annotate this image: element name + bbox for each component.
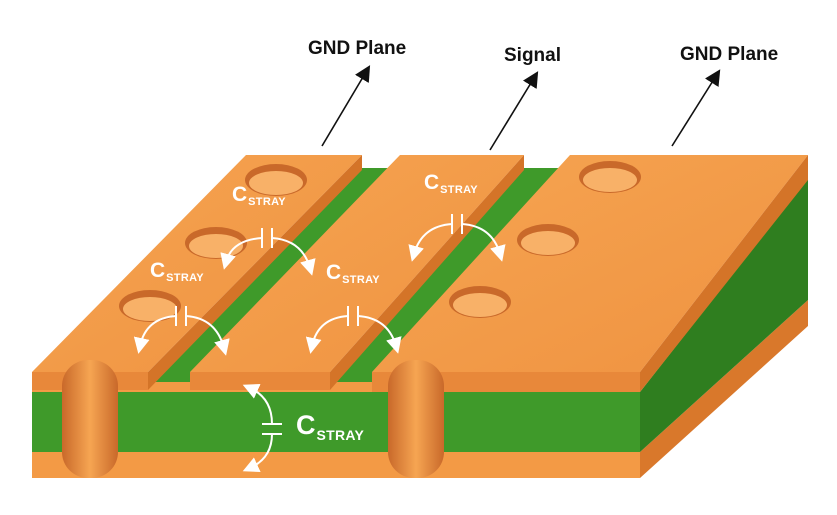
via-hole <box>189 234 243 258</box>
via-hole <box>123 297 177 321</box>
label-gnd-plane-right: GND Plane <box>680 44 779 65</box>
left-gnd-side <box>148 155 362 390</box>
stray-cap-symbol <box>133 214 506 472</box>
bottom-copper-front <box>32 452 450 478</box>
right-via-barrel <box>388 360 444 478</box>
bottom-copper-front-right <box>450 452 640 478</box>
c-stray-label: CSTRAY <box>150 259 204 284</box>
right-gnd-side <box>640 155 808 392</box>
pointer-arrow-signal <box>489 71 539 151</box>
dielectric-side <box>640 178 808 452</box>
signal-trace-side <box>330 155 524 390</box>
label-signal: Signal <box>504 45 562 66</box>
via-hole <box>453 293 507 317</box>
left-via-barrel <box>62 360 118 478</box>
signal-trace-front <box>190 372 330 390</box>
pointer-arrow-right-gnd <box>671 69 721 147</box>
via-hole <box>521 231 575 255</box>
left-gnd-top <box>32 155 362 372</box>
c-stray-label: CSTRAY <box>232 183 286 208</box>
signal-trace-top <box>190 155 524 372</box>
c-stray-label: CSTRAY <box>326 261 380 286</box>
c-stray-label-large: CSTRAY <box>296 410 365 443</box>
bottom-copper-side <box>640 300 808 478</box>
label-gnd-plane-left: GND Plane <box>308 38 407 59</box>
pointer-arrow-left-gnd <box>321 65 371 147</box>
via-hole <box>583 168 637 192</box>
via-hole <box>249 171 303 195</box>
c-stray-label: CSTRAY <box>424 171 478 196</box>
dielectric-front <box>32 392 640 452</box>
